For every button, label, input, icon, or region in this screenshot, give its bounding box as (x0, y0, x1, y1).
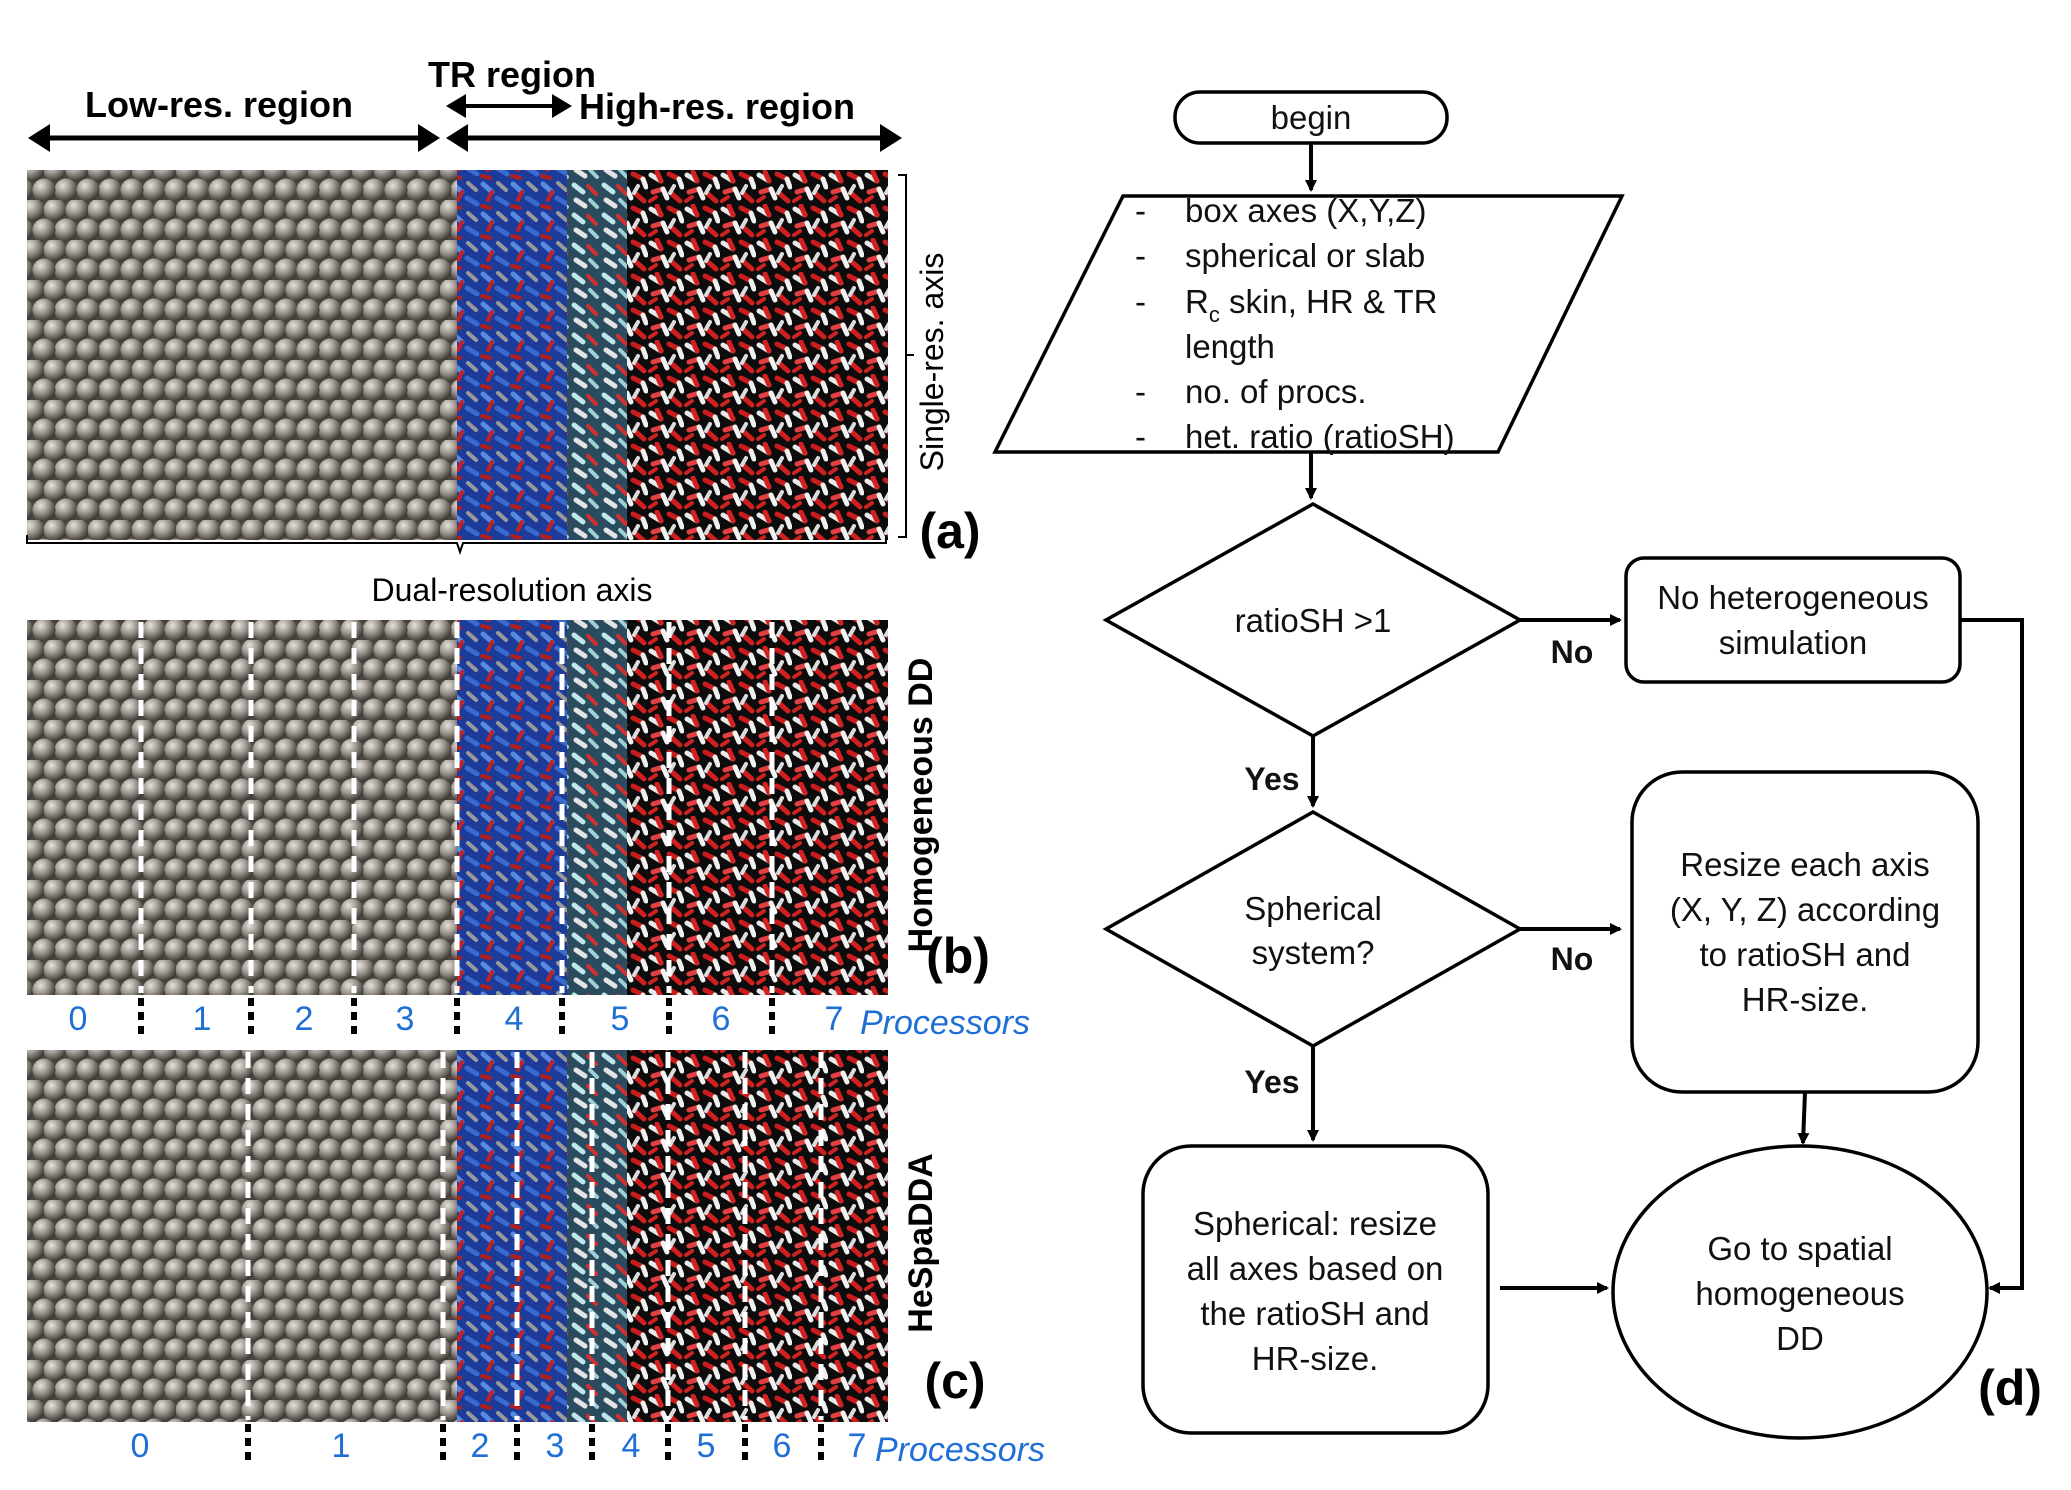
divider-lines-c (245, 1052, 824, 1420)
arrow-no-het-to-goto (1960, 618, 2024, 1294)
input-bullet: - (1135, 192, 1146, 229)
resize-axes-line: to ratioSH and (1700, 936, 1911, 973)
begin-label: begin (1271, 99, 1352, 136)
processor-number-c: 5 (697, 1427, 716, 1465)
transition-light-particles (567, 170, 627, 540)
no-het-line: simulation (1719, 624, 1868, 661)
panel-c: 0 1 2 3 4 5 6 7 Processors HeSpaDDA (c) (27, 1050, 1045, 1469)
input-item: Rc skin, HR & TR (1185, 283, 1437, 327)
input-item: no. of procs. (1185, 373, 1367, 410)
processors-title-b: Processors (860, 1004, 1030, 1042)
panel-letter-a: (a) (919, 503, 980, 559)
no-het-line: No heterogeneous (1657, 579, 1929, 616)
processor-number-c: 6 (773, 1427, 792, 1465)
spherical-resize-line: HR-size. (1252, 1340, 1379, 1377)
simulation-box-a (27, 170, 888, 540)
spherical-resize-line: the ratioSH and (1200, 1295, 1429, 1332)
simulation-box-c (27, 1050, 888, 1422)
processor-number-b: 0 (69, 1000, 88, 1038)
dual-res-bracket (26, 535, 887, 556)
high-res-particles (627, 170, 888, 540)
divider-ticks-b (138, 998, 775, 1036)
tr-light-particles-b (567, 620, 627, 995)
low-res-particles (27, 170, 457, 540)
processor-number-b: 6 (712, 1000, 731, 1038)
panel-letter-c: (c) (924, 1353, 985, 1409)
processor-number-b: 1 (193, 1000, 212, 1038)
flowchart: begin - box axes (X,Y,Z) - spherical or … (992, 90, 2042, 1440)
panel-a: Low-res. region TR region High-res. regi… (26, 54, 981, 608)
processor-number-c: 2 (471, 1427, 490, 1465)
panel-letter-d: (d) (1978, 1360, 2042, 1416)
processor-number-b: 2 (295, 1000, 314, 1038)
yes-label-2: Yes (1244, 1064, 1299, 1100)
decision-ratio-label: ratioSH >1 (1235, 602, 1392, 639)
tr-particles-b (457, 620, 567, 995)
processor-number-c: 3 (546, 1427, 565, 1465)
tr-light-particles-c (567, 1050, 627, 1422)
low-res-particles-b (27, 620, 457, 995)
tr-particles-c (457, 1050, 567, 1422)
processor-number-b: 5 (611, 1000, 630, 1038)
homogeneous-dd-label: Homogeneous DD (902, 658, 940, 953)
processor-number-c: 4 (622, 1427, 641, 1465)
no-label-1: No (1551, 634, 1594, 670)
input-item: het. ratio (ratioSH) (1185, 418, 1455, 455)
processor-labels-c: 0 1 2 3 4 5 6 7 Processors (131, 1427, 1045, 1469)
decision-spherical-line: system? (1252, 934, 1375, 971)
high-res-particles-b (627, 620, 888, 995)
processor-number-c: 0 (131, 1427, 150, 1465)
tr-span-arrow (446, 94, 572, 118)
panel-b: 0 1 2 3 4 5 6 7 Processors Homogeneous D… (27, 620, 1030, 1042)
input-bullet: - (1135, 373, 1146, 410)
tr-region-label: TR region (428, 54, 596, 95)
processor-number-b: 3 (396, 1000, 415, 1038)
resize-axes-line: (X, Y, Z) according (1670, 891, 1940, 928)
panel-letter-b: (b) (926, 928, 990, 984)
input-list: - box axes (X,Y,Z) - spherical or slab -… (1135, 192, 1455, 455)
high-res-span-arrow (446, 124, 902, 152)
resize-axes-line: Resize each axis (1680, 846, 1929, 883)
goto-line: homogeneous (1695, 1275, 1904, 1312)
spherical-resize-box (1141, 1144, 1490, 1435)
yes-label-1: Yes (1244, 761, 1299, 797)
no-heterogeneous-box (1624, 556, 1962, 684)
single-res-axis-label: Single-res. axis (914, 253, 950, 472)
no-label-2: No (1551, 941, 1594, 977)
resize-axes-box (1630, 770, 1980, 1094)
resize-axes-line: HR-size. (1742, 981, 1869, 1018)
input-bullet: - (1135, 237, 1146, 274)
processor-number-b: 7 (825, 1000, 844, 1038)
hespadda-label: HeSpaDDA (902, 1153, 940, 1332)
single-res-bracket (898, 174, 914, 538)
transition-region-particles (457, 170, 567, 540)
input-item: box axes (X,Y,Z) (1185, 192, 1427, 229)
input-bullet: - (1135, 283, 1146, 320)
processor-number-b: 4 (505, 1000, 524, 1038)
low-res-span-arrow (28, 124, 440, 152)
decision-spherical-diamond (1102, 809, 1524, 1049)
processor-labels-b: 0 1 2 3 4 5 6 7 Processors (69, 1000, 1030, 1042)
processor-number-c: 1 (332, 1427, 351, 1465)
spherical-resize-line: Spherical: resize (1193, 1205, 1437, 1242)
goto-line: DD (1776, 1320, 1824, 1357)
high-res-region-label: High-res. region (579, 86, 855, 127)
spherical-resize-line: all axes based on (1187, 1250, 1444, 1287)
input-parallelogram (992, 194, 1625, 454)
divider-ticks-c (245, 1424, 824, 1462)
goto-homogeneous-ellipse (1611, 1144, 1989, 1440)
input-item: spherical or slab (1185, 237, 1425, 274)
goto-line: Go to spatial (1707, 1230, 1892, 1267)
arrow-resize-to-goto (1797, 1091, 1810, 1145)
low-res-region-label: Low-res. region (85, 84, 353, 125)
decision-spherical-line: Spherical (1244, 890, 1382, 927)
processors-title-c: Processors (875, 1431, 1045, 1469)
processor-number-c: 7 (848, 1427, 867, 1465)
dual-res-axis-label: Dual-resolution axis (371, 572, 652, 608)
low-res-particles-c (27, 1050, 457, 1422)
divider-lines-b (138, 622, 775, 993)
input-bullet: - (1135, 418, 1146, 455)
input-item: length (1185, 328, 1275, 365)
